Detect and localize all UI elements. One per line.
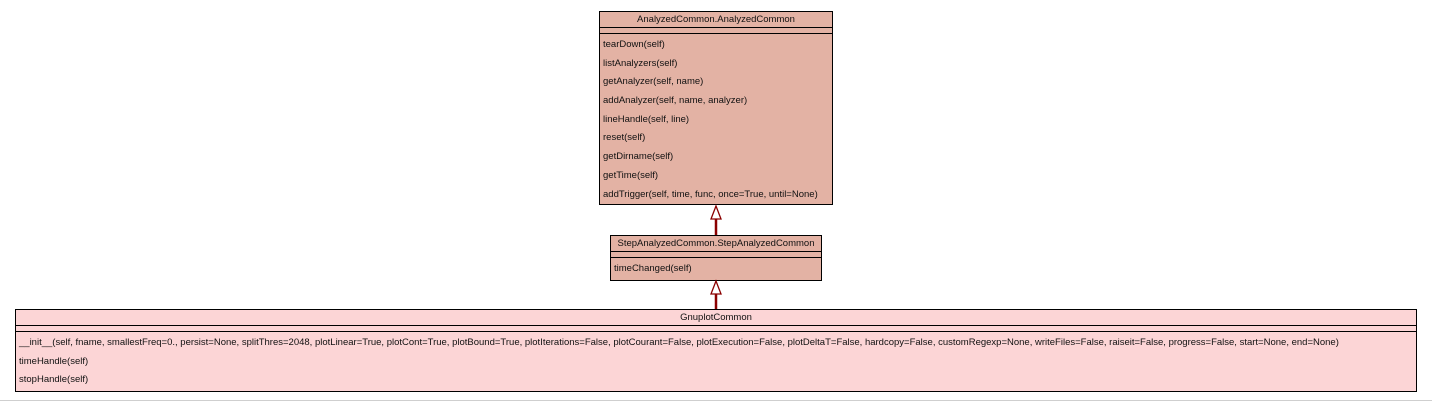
method-item: getAnalyzer(self, name) [603, 76, 704, 88]
inheritance-arrowhead-icon [710, 204, 722, 220]
method-item: addTrigger(self, time, func, once=True, … [603, 188, 818, 200]
edge-gnuplot-to-step [710, 279, 722, 309]
method-item: __init__(self, fname, smallestFreq=0., p… [19, 337, 1339, 348]
method-item: tearDown(self) [603, 39, 665, 50]
class-methods-compartment: timeChanged(self) [611, 258, 821, 279]
class-attributes-compartment [611, 252, 821, 258]
method-item: getTime(self) [603, 169, 659, 181]
class-methods-compartment: tearDown(self) listAnalyzers(self) getAn… [600, 34, 832, 204]
class-stepanalyzedcommon: StepAnalyzedCommon.StepAnalyzedCommon ti… [610, 235, 822, 281]
method-item: timeChanged(self) [614, 263, 692, 274]
class-methods-compartment: __init__(self, fname, smallestFreq=0., p… [16, 332, 1416, 390]
class-name: GnuplotCommon [16, 310, 1416, 326]
edge-step-to-analyzed [710, 204, 722, 235]
method-item: lineHandle(self, line) [603, 113, 690, 125]
bottom-divider [0, 400, 1432, 401]
method-item: timeHandle(self) [19, 355, 89, 367]
method-item: addAnalyzer(self, name, analyzer) [603, 95, 748, 107]
method-item: reset(self) [603, 132, 646, 144]
class-gnuplotcommon: GnuplotCommon __init__(self, fname, smal… [15, 309, 1417, 392]
class-name: AnalyzedCommon.AnalyzedCommon [600, 12, 832, 28]
inheritance-arrowhead-icon [710, 279, 722, 295]
class-attributes-compartment [600, 28, 832, 34]
method-item: listAnalyzers(self) [603, 57, 678, 69]
method-item: stopHandle(self) [19, 374, 89, 385]
class-attributes-compartment [16, 326, 1416, 332]
class-analyzedcommon: AnalyzedCommon.AnalyzedCommon tearDown(s… [599, 11, 833, 205]
method-item: getDirname(self) [603, 151, 674, 163]
class-name: StepAnalyzedCommon.StepAnalyzedCommon [611, 236, 821, 252]
